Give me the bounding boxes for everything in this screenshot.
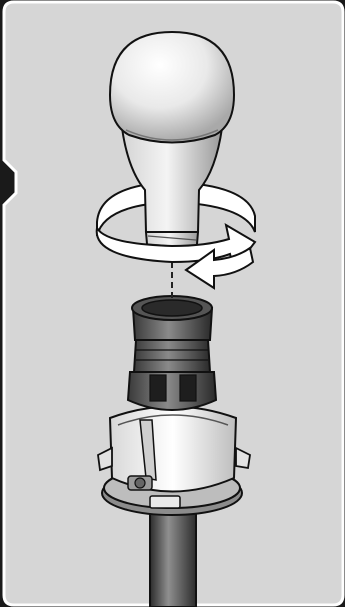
lamp-socket-icon [126, 295, 218, 411]
rotation-arrow-icon [96, 180, 256, 237]
pole-icon [149, 504, 197, 607]
socket-mount-icon [97, 405, 251, 516]
light-bulb-icon [108, 30, 236, 257]
rotation-arrow-front [95, 222, 257, 290]
